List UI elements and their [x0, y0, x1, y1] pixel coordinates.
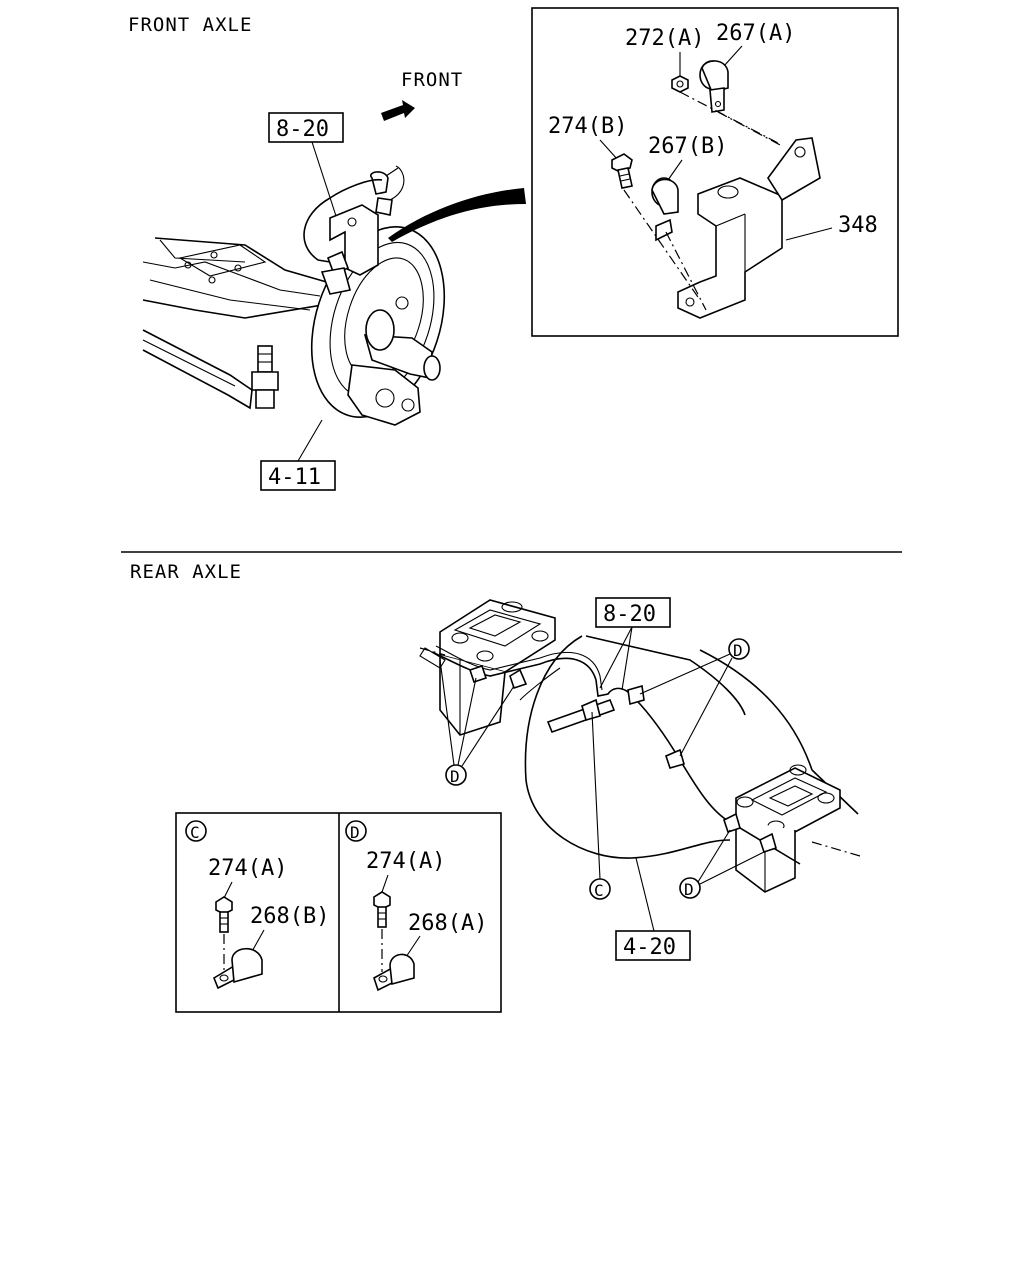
detail-c-bolt — [215, 896, 233, 933]
rear-axle-title: REAR AXLE — [130, 561, 242, 583]
detail-d-bolt-label: 274(A) — [366, 849, 445, 874]
detail-c-clip-label: 268(B) — [250, 904, 329, 929]
detail-pointer-arrow — [388, 188, 526, 242]
rear-marker-d-left[interactable]: D — [445, 764, 467, 786]
detail-d-clip-label: 268(A) — [408, 911, 487, 936]
rear-ref-8-20-label: 8-20 — [603, 602, 656, 627]
detail-d-marker — [345, 820, 367, 842]
front-axle-title: FRONT AXLE — [128, 14, 252, 36]
detail-c-panel: C 274(A) 268(B) — [185, 820, 329, 990]
front-ref-8-20-box[interactable]: 8-20 — [268, 112, 344, 143]
rear-right-spring-seat — [735, 764, 841, 893]
rear-ref-4-20-label: 4-20 — [623, 935, 676, 960]
front-direction-arrow-icon — [381, 100, 415, 121]
svg-text:D: D — [450, 767, 460, 786]
rear-marker-c[interactable]: C — [589, 878, 611, 900]
detail-d-clip — [373, 953, 415, 992]
svg-text:D: D — [684, 880, 694, 899]
front-stud — [251, 345, 279, 409]
rear-left-spring-seat — [419, 599, 556, 736]
front-steering-knuckle — [347, 309, 441, 426]
rear-marker-d-right[interactable]: D — [679, 877, 701, 899]
rear-pipe-clips — [468, 664, 777, 854]
front-ref-4-11-label: 4-11 — [268, 465, 321, 490]
bracket-348 — [677, 137, 821, 319]
detail-c-clip — [213, 947, 263, 990]
rear-ref-8-20-box[interactable]: 8-20 — [595, 597, 671, 628]
detail-label-348: 348 — [838, 213, 878, 238]
detail-d-panel: D 274(A) 268(A) — [345, 820, 487, 992]
front-ref-8-20-leader — [311, 141, 337, 217]
bolt-274b — [611, 153, 633, 189]
rear-marker-d-top[interactable]: D — [728, 638, 750, 660]
rear-ref-4-20-box[interactable]: 4-20 — [615, 930, 691, 961]
front-axle-beam — [142, 237, 332, 410]
front-hose-bracket — [320, 171, 393, 295]
svg-text:C: C — [594, 881, 604, 900]
svg-text:C: C — [190, 823, 200, 842]
detail-label-267a: 267(A) — [716, 21, 795, 46]
detail-d-bolt — [373, 891, 391, 928]
clip-267a — [699, 60, 729, 113]
detail-label-267b: 267(B) — [648, 134, 727, 159]
front-ref-4-11-leader — [297, 419, 323, 462]
clip-267b — [651, 177, 679, 242]
detail-c-marker — [185, 820, 207, 842]
front-ref-8-20-label: 8-20 — [276, 117, 329, 142]
front-ref-4-11-box[interactable]: 4-11 — [260, 460, 336, 491]
nut-272a — [671, 75, 689, 93]
front-brake-hose — [303, 165, 405, 263]
detail-label-274b: 274(B) — [548, 114, 627, 139]
detail-label-272a: 272(A) — [625, 26, 704, 51]
svg-text:D: D — [733, 641, 743, 660]
svg-text:D: D — [350, 823, 360, 842]
front-direction-label: FRONT — [401, 69, 463, 91]
detail-c-bolt-label: 274(A) — [208, 856, 287, 881]
front-detail-frame — [531, 7, 899, 337]
